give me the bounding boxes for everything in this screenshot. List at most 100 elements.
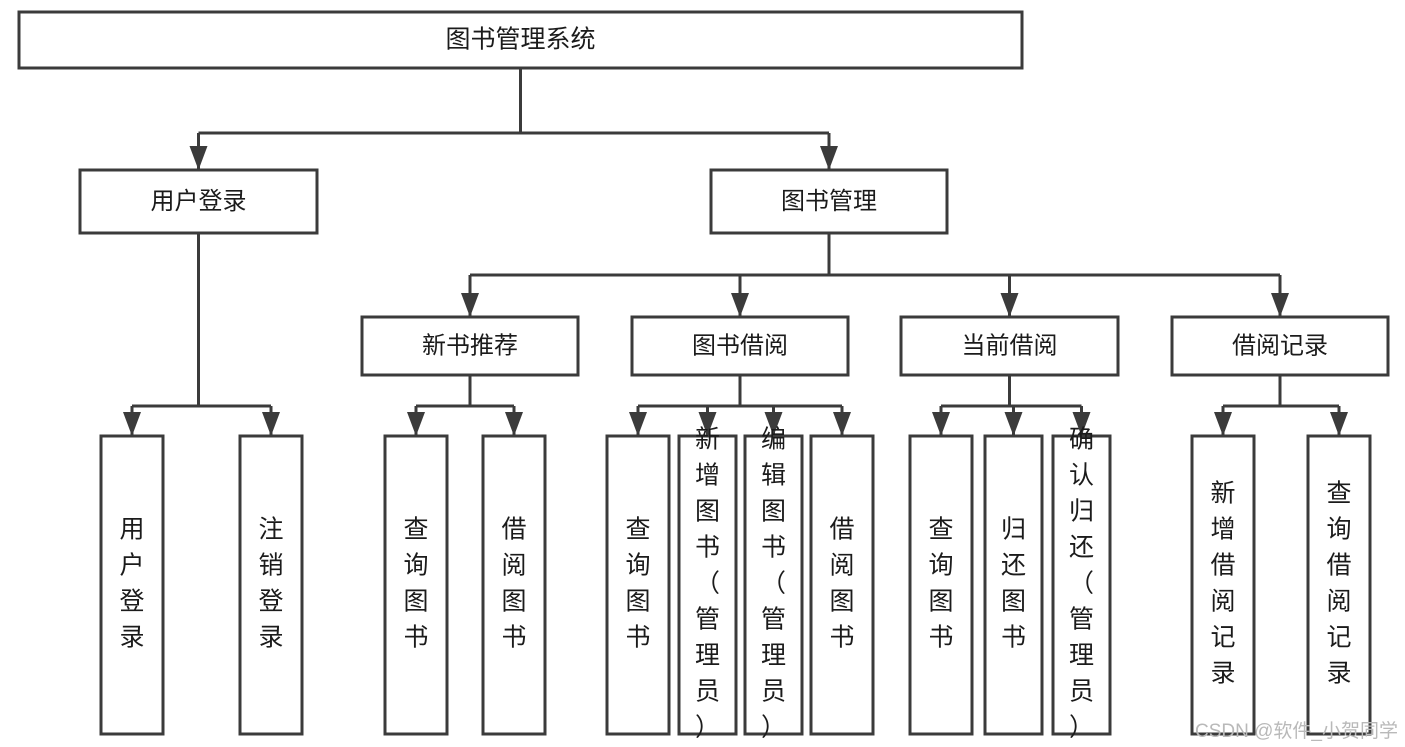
node-leaf-add-borrow-record[interactable] bbox=[1190, 434, 1256, 736]
node-leaf-user-login-label: 用户登录 bbox=[119, 516, 144, 652]
svg-text:图: 图 bbox=[928, 588, 953, 616]
node-leaf-borrow-book-1[interactable] bbox=[481, 434, 547, 736]
svg-text:图: 图 bbox=[403, 588, 428, 616]
book-borrow-arrow-3 bbox=[833, 412, 851, 436]
borrow-record-arrow-1 bbox=[1330, 412, 1348, 436]
svg-text:还: 还 bbox=[1069, 534, 1094, 562]
svg-text:记: 记 bbox=[1326, 624, 1351, 652]
svg-text:理: 理 bbox=[761, 642, 786, 670]
node-user-login[interactable] bbox=[78, 168, 319, 235]
current-borrow-arrow-2 bbox=[1072, 412, 1091, 436]
svg-text:图: 图 bbox=[829, 588, 854, 616]
user-login-arrow-1 bbox=[262, 412, 280, 436]
svg-text:阅: 阅 bbox=[501, 552, 526, 580]
svg-text:销: 销 bbox=[258, 552, 283, 580]
svg-text:录: 录 bbox=[1326, 660, 1351, 688]
node-user-login-label: 用户登录 bbox=[151, 188, 247, 215]
svg-text:理: 理 bbox=[1069, 642, 1094, 670]
svg-text:新: 新 bbox=[695, 426, 720, 454]
svg-text:书: 书 bbox=[928, 624, 953, 652]
svg-text:书: 书 bbox=[625, 624, 650, 652]
svg-text:查: 查 bbox=[928, 516, 953, 544]
book-management-arrow-2 bbox=[1000, 293, 1019, 317]
node-book-borrow[interactable] bbox=[630, 315, 850, 377]
node-leaf-return-book[interactable] bbox=[983, 434, 1044, 736]
svg-text:询: 询 bbox=[928, 552, 953, 580]
svg-text:记: 记 bbox=[1210, 624, 1235, 652]
svg-text:询: 询 bbox=[625, 552, 650, 580]
svg-text:管: 管 bbox=[1069, 606, 1094, 634]
book-management-arrow-1 bbox=[731, 293, 749, 317]
svg-text:辑: 辑 bbox=[761, 462, 786, 490]
svg-text:查: 查 bbox=[1326, 480, 1351, 508]
svg-text:阅: 阅 bbox=[1326, 588, 1351, 616]
node-leaf-borrow-book-2[interactable] bbox=[809, 434, 875, 736]
svg-text:管: 管 bbox=[695, 606, 720, 634]
node-current-borrow-label: 当前借阅 bbox=[962, 332, 1058, 359]
svg-text:书: 书 bbox=[403, 624, 428, 652]
svg-text:理: 理 bbox=[695, 642, 720, 670]
user-login-arrow-0 bbox=[123, 412, 141, 436]
svg-text:录: 录 bbox=[258, 624, 283, 652]
svg-text:图: 图 bbox=[625, 588, 650, 616]
book-borrow-arrow-0 bbox=[629, 412, 647, 436]
current-borrow-arrow-0 bbox=[932, 412, 950, 436]
svg-text:认: 认 bbox=[1069, 462, 1094, 490]
svg-text:书: 书 bbox=[829, 624, 854, 652]
node-borrow-record[interactable] bbox=[1170, 315, 1390, 377]
node-book-management[interactable] bbox=[709, 168, 949, 235]
svg-text:（: （ bbox=[695, 570, 720, 598]
boxes-layer: 图书管理系统用户登录图书管理新书推荐图书借阅当前借阅借阅记录用户登录注销登录查询… bbox=[17, 10, 1390, 742]
svg-text:借: 借 bbox=[501, 516, 526, 544]
svg-text:询: 询 bbox=[403, 552, 428, 580]
node-leaf-confirm-return-admin[interactable] bbox=[1051, 434, 1112, 736]
svg-text:编: 编 bbox=[761, 426, 786, 454]
new-book-recommend-arrow-0 bbox=[407, 412, 425, 436]
svg-text:）: ） bbox=[761, 714, 786, 742]
svg-text:（: （ bbox=[1069, 570, 1094, 598]
watermark-layer: CSDN @软件_小贺同学 bbox=[1195, 720, 1398, 742]
book-borrow-arrow-2 bbox=[764, 412, 783, 436]
borrow-record-arrow-0 bbox=[1214, 412, 1232, 436]
node-leaf-user-login[interactable] bbox=[99, 434, 165, 736]
node-leaf-query-book-3[interactable] bbox=[908, 434, 974, 736]
book-management-arrow-3 bbox=[1271, 293, 1289, 317]
svg-text:阅: 阅 bbox=[1210, 588, 1235, 616]
node-leaf-query-book-2[interactable] bbox=[605, 434, 671, 736]
svg-text:员: 员 bbox=[1069, 678, 1094, 706]
node-current-borrow[interactable] bbox=[899, 315, 1120, 377]
node-book-borrow-label: 图书借阅 bbox=[692, 332, 788, 359]
svg-text:借: 借 bbox=[829, 516, 854, 544]
node-new-book-recommend-label: 新书推荐 bbox=[422, 332, 518, 359]
svg-text:查: 查 bbox=[625, 516, 650, 544]
book-management-arrow-0 bbox=[461, 293, 479, 317]
current-borrow-arrow-1 bbox=[1004, 412, 1023, 436]
svg-text:用: 用 bbox=[119, 516, 144, 544]
csdn-watermark: CSDN @软件_小贺同学 bbox=[1195, 720, 1398, 742]
svg-text:图: 图 bbox=[695, 498, 720, 526]
node-leaf-logout-login[interactable] bbox=[238, 434, 304, 736]
node-new-book-recommend[interactable] bbox=[360, 315, 580, 377]
svg-text:询: 询 bbox=[1326, 516, 1351, 544]
node-leaf-edit-book-admin[interactable] bbox=[743, 434, 804, 736]
svg-text:录: 录 bbox=[1210, 660, 1235, 688]
node-root-system[interactable] bbox=[17, 10, 1024, 70]
node-book-management-label: 图书管理 bbox=[781, 188, 877, 215]
svg-text:确: 确 bbox=[1069, 426, 1094, 454]
node-leaf-add-book-admin[interactable] bbox=[677, 434, 738, 736]
node-leaf-query-borrow-record[interactable] bbox=[1306, 434, 1372, 736]
new-book-recommend-arrow-1 bbox=[505, 412, 523, 436]
svg-text:书: 书 bbox=[501, 624, 526, 652]
node-leaf-query-book-1[interactable] bbox=[383, 434, 449, 736]
svg-text:归: 归 bbox=[1001, 516, 1026, 544]
